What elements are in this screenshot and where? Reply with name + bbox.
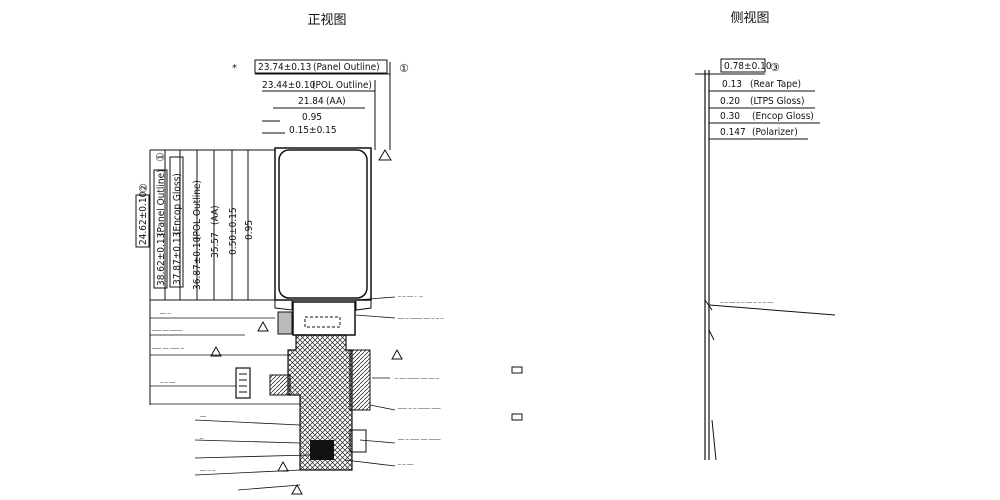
- panel-width-value: 23.74±0.13: [258, 62, 311, 73]
- svg-text:─ ─ ── ─ ─ ── ─ ─ ─ ──: ─ ─ ── ─ ─ ── ─ ─ ─ ──: [719, 300, 774, 306]
- height-dimension-texts: 24.62±0.10 ② ① 38.62±0.13 (Panel Outline…: [135, 152, 255, 290]
- svg-text:── ─ ─: ── ─ ─: [199, 468, 216, 474]
- side-profile: [704, 70, 717, 461]
- warning-triangle-icon: [210, 345, 222, 357]
- svg-text:─ ─ ──: ─ ─ ──: [159, 380, 176, 386]
- total-thickness-value: 0.78±0.10: [724, 61, 772, 72]
- edge-height-value: 0.95: [244, 220, 255, 240]
- pol-width-desc: (POL Outline): [312, 80, 372, 91]
- side-view-title: 侧视图: [730, 11, 769, 26]
- front-view: * 23.74±0.13 (Panel Outline) ① 23.44±0.1…: [135, 59, 523, 495]
- svg-text:─── ── ────: ─── ── ────: [151, 328, 183, 334]
- encop-glass-desc: (Encop Gloss): [752, 111, 814, 122]
- rear-tape-desc: (Rear Tape): [750, 79, 801, 90]
- warning-triangle-icon: [257, 320, 269, 332]
- layer-texts: 0.78±0.10 ③ 0.13 (Rear Tape) 0.20 (LTPS …: [719, 58, 814, 306]
- svg-text:─: ─: [199, 436, 204, 442]
- polarizer-desc: (Polarizer): [752, 127, 798, 138]
- aa-width-desc: (AA): [326, 96, 346, 107]
- svg-text:─ ─ ── ·· ─: ─ ─ ── ·· ─: [397, 294, 424, 300]
- ltps-glass-desc: (LTPS Gloss): [750, 96, 805, 107]
- note-1-icon: ①: [399, 62, 409, 75]
- svg-text:──: ──: [199, 414, 207, 420]
- svg-text:── ─: ── ─: [159, 311, 172, 317]
- svg-text:── ─ ─── ── ────: ── ─ ─── ── ────: [397, 437, 441, 443]
- svg-text:─ ── ──── ── ── ─: ─ ── ──── ── ── ─: [394, 376, 440, 382]
- connector-icon: [235, 367, 251, 399]
- annotation-scribbles: ─ ─ ── ·· ─ ── ─ ──── ── ─ ─ ─ ─ ── ────…: [151, 294, 445, 474]
- front-view-title: 正视图: [307, 13, 346, 28]
- note-1b-icon: ①: [154, 152, 167, 162]
- warning-icons: [210, 320, 523, 495]
- width-dimension-lines: [255, 62, 391, 150]
- svg-text:─── ── ─── ─: ─── ── ─── ─: [151, 346, 185, 352]
- offset-width-value: 0.15±0.15: [289, 125, 337, 136]
- panel-width-desc: (Panel Outline): [313, 62, 380, 73]
- rear-tape-value: 0.13: [722, 79, 742, 90]
- pol-height-value: 36.87±0.10: [192, 236, 203, 290]
- note-2-icon: ②: [137, 183, 150, 193]
- svg-text:*: *: [232, 63, 237, 74]
- aa-width-value: 21.84: [298, 96, 324, 107]
- svg-text:── ─ ──── ── ─ ─ ─: ── ─ ──── ── ─ ─ ─: [397, 316, 445, 322]
- height-dimension-lines: [149, 149, 275, 405]
- warning-triangle-icon: [378, 149, 392, 161]
- display-panel: [274, 147, 392, 301]
- edge-width-value: 0.95: [302, 112, 322, 123]
- panel-height-value: 38.62±0.13: [156, 233, 167, 286]
- note-3-icon: ③: [770, 61, 780, 74]
- encop-glass-value: 0.30: [720, 111, 740, 122]
- encop-height-value: 37.87±0.13: [172, 232, 183, 285]
- panel-width-box: [254, 59, 388, 74]
- aa-height-value: 35.57: [210, 232, 221, 258]
- fpc-height-value: 24.62±0.10: [138, 191, 149, 245]
- warning-triangle-icon: [277, 460, 289, 472]
- width-dimension-texts: * 23.74±0.13 (Panel Outline) ① 23.44±0.1…: [232, 59, 409, 136]
- ltps-glass-value: 0.20: [720, 96, 740, 107]
- side-view: 0.78±0.10 ③ 0.13 (Rear Tape) 0.20 (LTPS …: [695, 58, 836, 461]
- panel-bond-area: [274, 300, 372, 336]
- encop-height-desc: (Encop Gloss): [172, 173, 183, 235]
- panel-height-desc: (Panel Outline): [156, 169, 167, 236]
- pol-height-desc: (POL Outline): [192, 180, 203, 240]
- fpc-cable: [235, 334, 371, 471]
- svg-text:─ ─ ──: ─ ─ ──: [397, 462, 414, 468]
- warning-triangle-icon: [391, 348, 403, 360]
- pol-width-value: 23.44±0.10: [262, 80, 316, 91]
- svg-text:─── ─ ─ ──── ───: ─── ─ ─ ──── ───: [397, 406, 441, 412]
- offset-height-value: 0.50±0.15: [228, 207, 239, 255]
- layer-leaders: [695, 73, 836, 316]
- component-block: [310, 440, 334, 460]
- polarizer-value: 0.147: [720, 127, 746, 138]
- warning-triangle-icon: [291, 483, 303, 495]
- aa-height-desc: (AA): [210, 205, 221, 225]
